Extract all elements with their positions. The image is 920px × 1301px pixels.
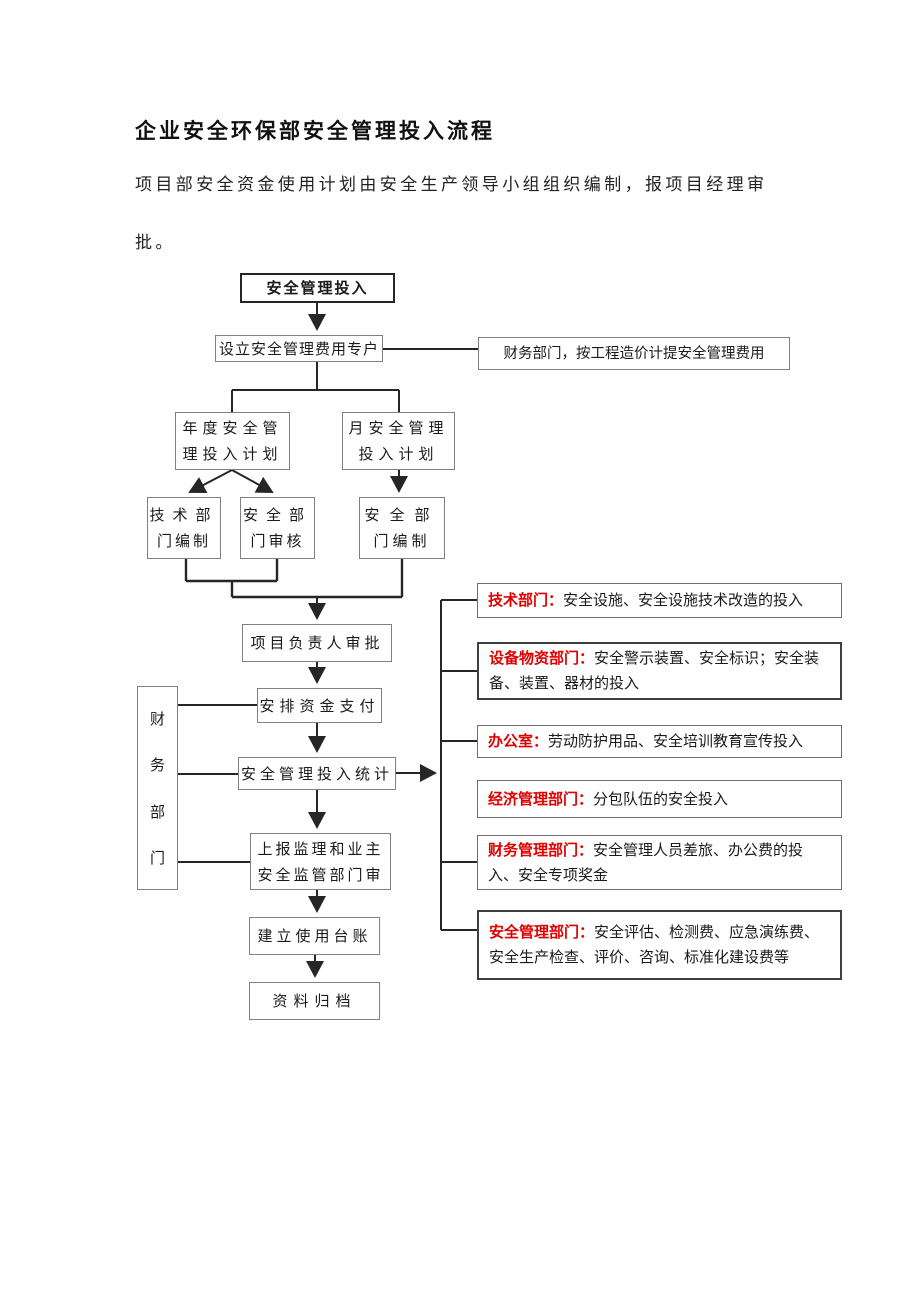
dept-finance-mgmt-name: 财务管理部门： [488,840,594,859]
node-finance-dept: 财 务 部 门 [137,686,178,890]
node-finance-note-label: 财务部门，按工程造价计提安全管理费用 [503,345,765,362]
finance-dept-char4: 门 [149,849,165,868]
node-investment-stats-label: 安全管理投入统计 [240,764,393,783]
node-start: 安全管理投入 [240,273,395,303]
dept-safety-mgmt-desc: 安全评估、检测费、应急演练费、安全生产检查、评价、咨询、标准化建设费等 [489,923,820,966]
node-investment-stats: 安全管理投入统计 [238,757,396,790]
node-archive: 资料归档 [249,982,380,1020]
node-report-supervisor-line2: 安全监管部门审 [257,865,384,884]
node-report-supervisor-line1: 上报监理和业主 [257,839,384,858]
node-archive-label: 资料归档 [272,992,357,1010]
dept-technical-desc: 安全设施、安全设施技术改造的投入 [563,591,804,609]
dept-office-desc: 劳动防护用品、安全培训教育宣传投入 [548,732,804,750]
dept-finance-mgmt-desc: 安全管理人员差旅、办公费的投入、安全专项奖金 [488,840,804,884]
node-annual-plan: 年度安全管 理投入计划 [175,412,290,470]
node-monthly-plan-line2: 投入计划 [358,445,439,463]
dept-equipment-name: 设备物资部门： [489,649,595,667]
node-setup-account: 设立安全管理费用专户 [215,335,383,362]
finance-dept-char2: 务 [149,756,165,775]
dept-technical-name: 技术部门： [488,591,564,609]
dept-box-economic: 经济管理部门：分包队伍的安全投入 [477,780,842,818]
node-tech-prepare: 技术部 门编制 [147,497,221,559]
node-finance-note: 财务部门，按工程造价计提安全管理费用 [478,337,790,370]
dept-box-office-text: 办公室：劳动防护用品、安全培训教育宣传投入 [478,729,841,754]
finance-dept-char3: 部 [149,802,165,821]
node-start-label: 安全管理投入 [266,279,369,297]
node-safety-prepare-line2: 门编制 [373,532,431,550]
page-title: 企业安全环保部安全管理投入流程 [135,119,495,143]
node-tech-prepare-line1: 技术部 [149,506,219,524]
node-monthly-plan-line1: 月安全管理 [348,419,449,437]
dept-economic-name: 经济管理部门： [488,789,594,808]
node-annual-plan-line2: 理投入计划 [182,445,283,463]
dept-economic-desc: 分包队伍的安全投入 [593,789,729,808]
intro-paragraph-line1: 项目部安全资金使用计划由安全生产领导小组组织编制，报项目经理审 [135,175,768,195]
node-tech-prepare-line2: 门编制 [156,532,211,550]
dept-box-equipment-text: 设备物资部门：安全警示装置、安全标识；安全装备、装置、器材的投入 [479,646,840,696]
node-arrange-payment-label: 安排资金支付 [259,696,380,715]
dept-box-finance-mgmt: 财务管理部门：安全管理人员差旅、办公费的投入、安全专项奖金 [477,835,842,890]
node-safety-prepare-line1: 安全部 [364,506,440,524]
node-safety-review-line2: 门审核 [250,532,305,550]
node-manager-approve-label: 项目负责人审批 [250,634,384,652]
intro-paragraph-line2: 批。 [135,233,176,253]
node-annual-plan-line1: 年度安全管 [182,419,283,437]
node-report-supervisor: 上报监理和业主 安全监管部门审 [250,833,391,890]
node-monthly-plan: 月安全管理 投入计划 [342,412,455,470]
node-ledger: 建立使用台账 [249,917,380,955]
node-manager-approve: 项目负责人审批 [242,624,392,662]
dept-box-safety-mgmt-text: 安全管理部门：安全评估、检测费、应急演练费、安全生产检查、评价、咨询、标准化建设… [479,920,840,970]
node-safety-review: 安全部 门审核 [240,497,315,559]
dept-box-safety-mgmt: 安全管理部门：安全评估、检测费、应急演练费、安全生产检查、评价、咨询、标准化建设… [477,910,842,980]
dept-safety-mgmt-name: 安全管理部门： [489,923,595,941]
node-safety-prepare: 安全部 门编制 [359,497,445,559]
node-safety-review-line1: 安全部 [242,506,312,524]
dept-box-office: 办公室：劳动防护用品、安全培训教育宣传投入 [477,725,842,758]
dept-office-name: 办公室： [488,732,549,750]
dept-box-technical: 技术部门：安全设施、安全设施技术改造的投入 [477,583,842,618]
dept-box-finance-mgmt-text: 财务管理部门：安全管理人员差旅、办公费的投入、安全专项奖金 [478,838,841,888]
dept-box-technical-text: 技术部门：安全设施、安全设施技术改造的投入 [478,588,841,613]
node-ledger-label: 建立使用台账 [257,927,372,945]
dept-box-equipment: 设备物资部门：安全警示装置、安全标识；安全装备、装置、器材的投入 [477,642,842,700]
finance-dept-char1: 财 [149,709,165,728]
node-arrange-payment: 安排资金支付 [257,688,382,723]
dept-equipment-desc: 安全警示装置、安全标识；安全装备、装置、器材的投入 [489,649,820,692]
node-setup-account-label: 设立安全管理费用专户 [218,339,379,358]
dept-box-economic-text: 经济管理部门：分包队伍的安全投入 [478,787,841,812]
